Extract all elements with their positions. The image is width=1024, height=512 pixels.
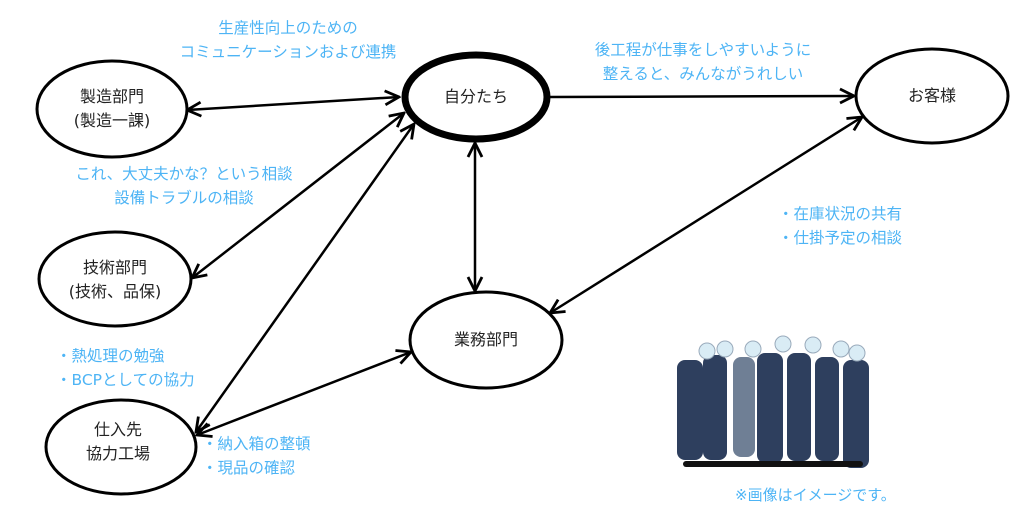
label-line: 技術部門 [82, 258, 147, 277]
label-line: 製造部門 [79, 87, 144, 106]
team-huddle-image [677, 335, 869, 468]
note-engineering: これ、大丈夫かな？という相談 設備トラブルの相談 [75, 162, 292, 210]
node-supplier-label: 仕入先 協力工場 [86, 418, 150, 466]
note-line: コミュニケーションおよび連携 [179, 43, 397, 61]
node-operations [408, 290, 564, 390]
node-customer [854, 47, 1010, 145]
label-line: (製造一課) [73, 111, 151, 130]
arrow-manufacturing-self [187, 97, 399, 110]
note-manufacturing: 生産性向上のための コミュニケーションおよび連携 [180, 16, 397, 64]
note-customer: 後工程が仕事をしやすいように 整えると、みんながうれしい [595, 38, 812, 86]
node-operations-label: 業務部門 [453, 330, 519, 349]
node-engineering [37, 230, 193, 328]
node-self [401, 51, 551, 143]
note-line: ・在庫状況の共有 [778, 205, 903, 223]
note-line: ・熱処理の勉強 [56, 347, 165, 365]
note-line: ・現品の確認 [202, 459, 296, 477]
arrow-operations-customer [550, 117, 862, 313]
node-manufacturing-label: 製造部門 (製造一課) [74, 85, 151, 133]
note-line: ・BCPとしての協力 [56, 371, 195, 389]
node-manufacturing [35, 59, 189, 159]
node-self-label: 自分たち [443, 87, 509, 106]
label-line: 協力工場 [85, 444, 151, 463]
note-supplier-operations: ・納入箱の整頓 ・現品の確認 [202, 432, 311, 480]
note-operations-customer: ・在庫状況の共有 ・仕掛予定の相談 [778, 202, 902, 250]
note-line: 生産性向上のための [218, 19, 358, 37]
note-line: これ、大丈夫かな？という相談 [75, 165, 293, 183]
arrow-supplier-operations [197, 352, 411, 435]
note-line: 設備トラブルの相談 [114, 189, 254, 207]
image-caption: ※画像はイメージです。 [735, 486, 896, 504]
note-line: 整えると、みんながうれしい [602, 65, 804, 83]
note-supplier-self: ・熱処理の勉強 ・BCPとしての協力 [56, 344, 195, 392]
arrow-self-customer [549, 96, 854, 97]
label-line: (技術、品保) [68, 282, 162, 301]
note-line: ・納入箱の整頓 [202, 435, 311, 453]
node-engineering-label: 技術部門 (技術、品保) [69, 256, 162, 304]
note-line: 後工程が仕事をしやすいように [594, 41, 812, 59]
node-supplier [44, 398, 198, 496]
node-customer-label: お客様 [907, 86, 957, 105]
note-line: ・仕掛予定の相談 [778, 229, 903, 247]
label-line: 仕入先 [93, 420, 143, 439]
